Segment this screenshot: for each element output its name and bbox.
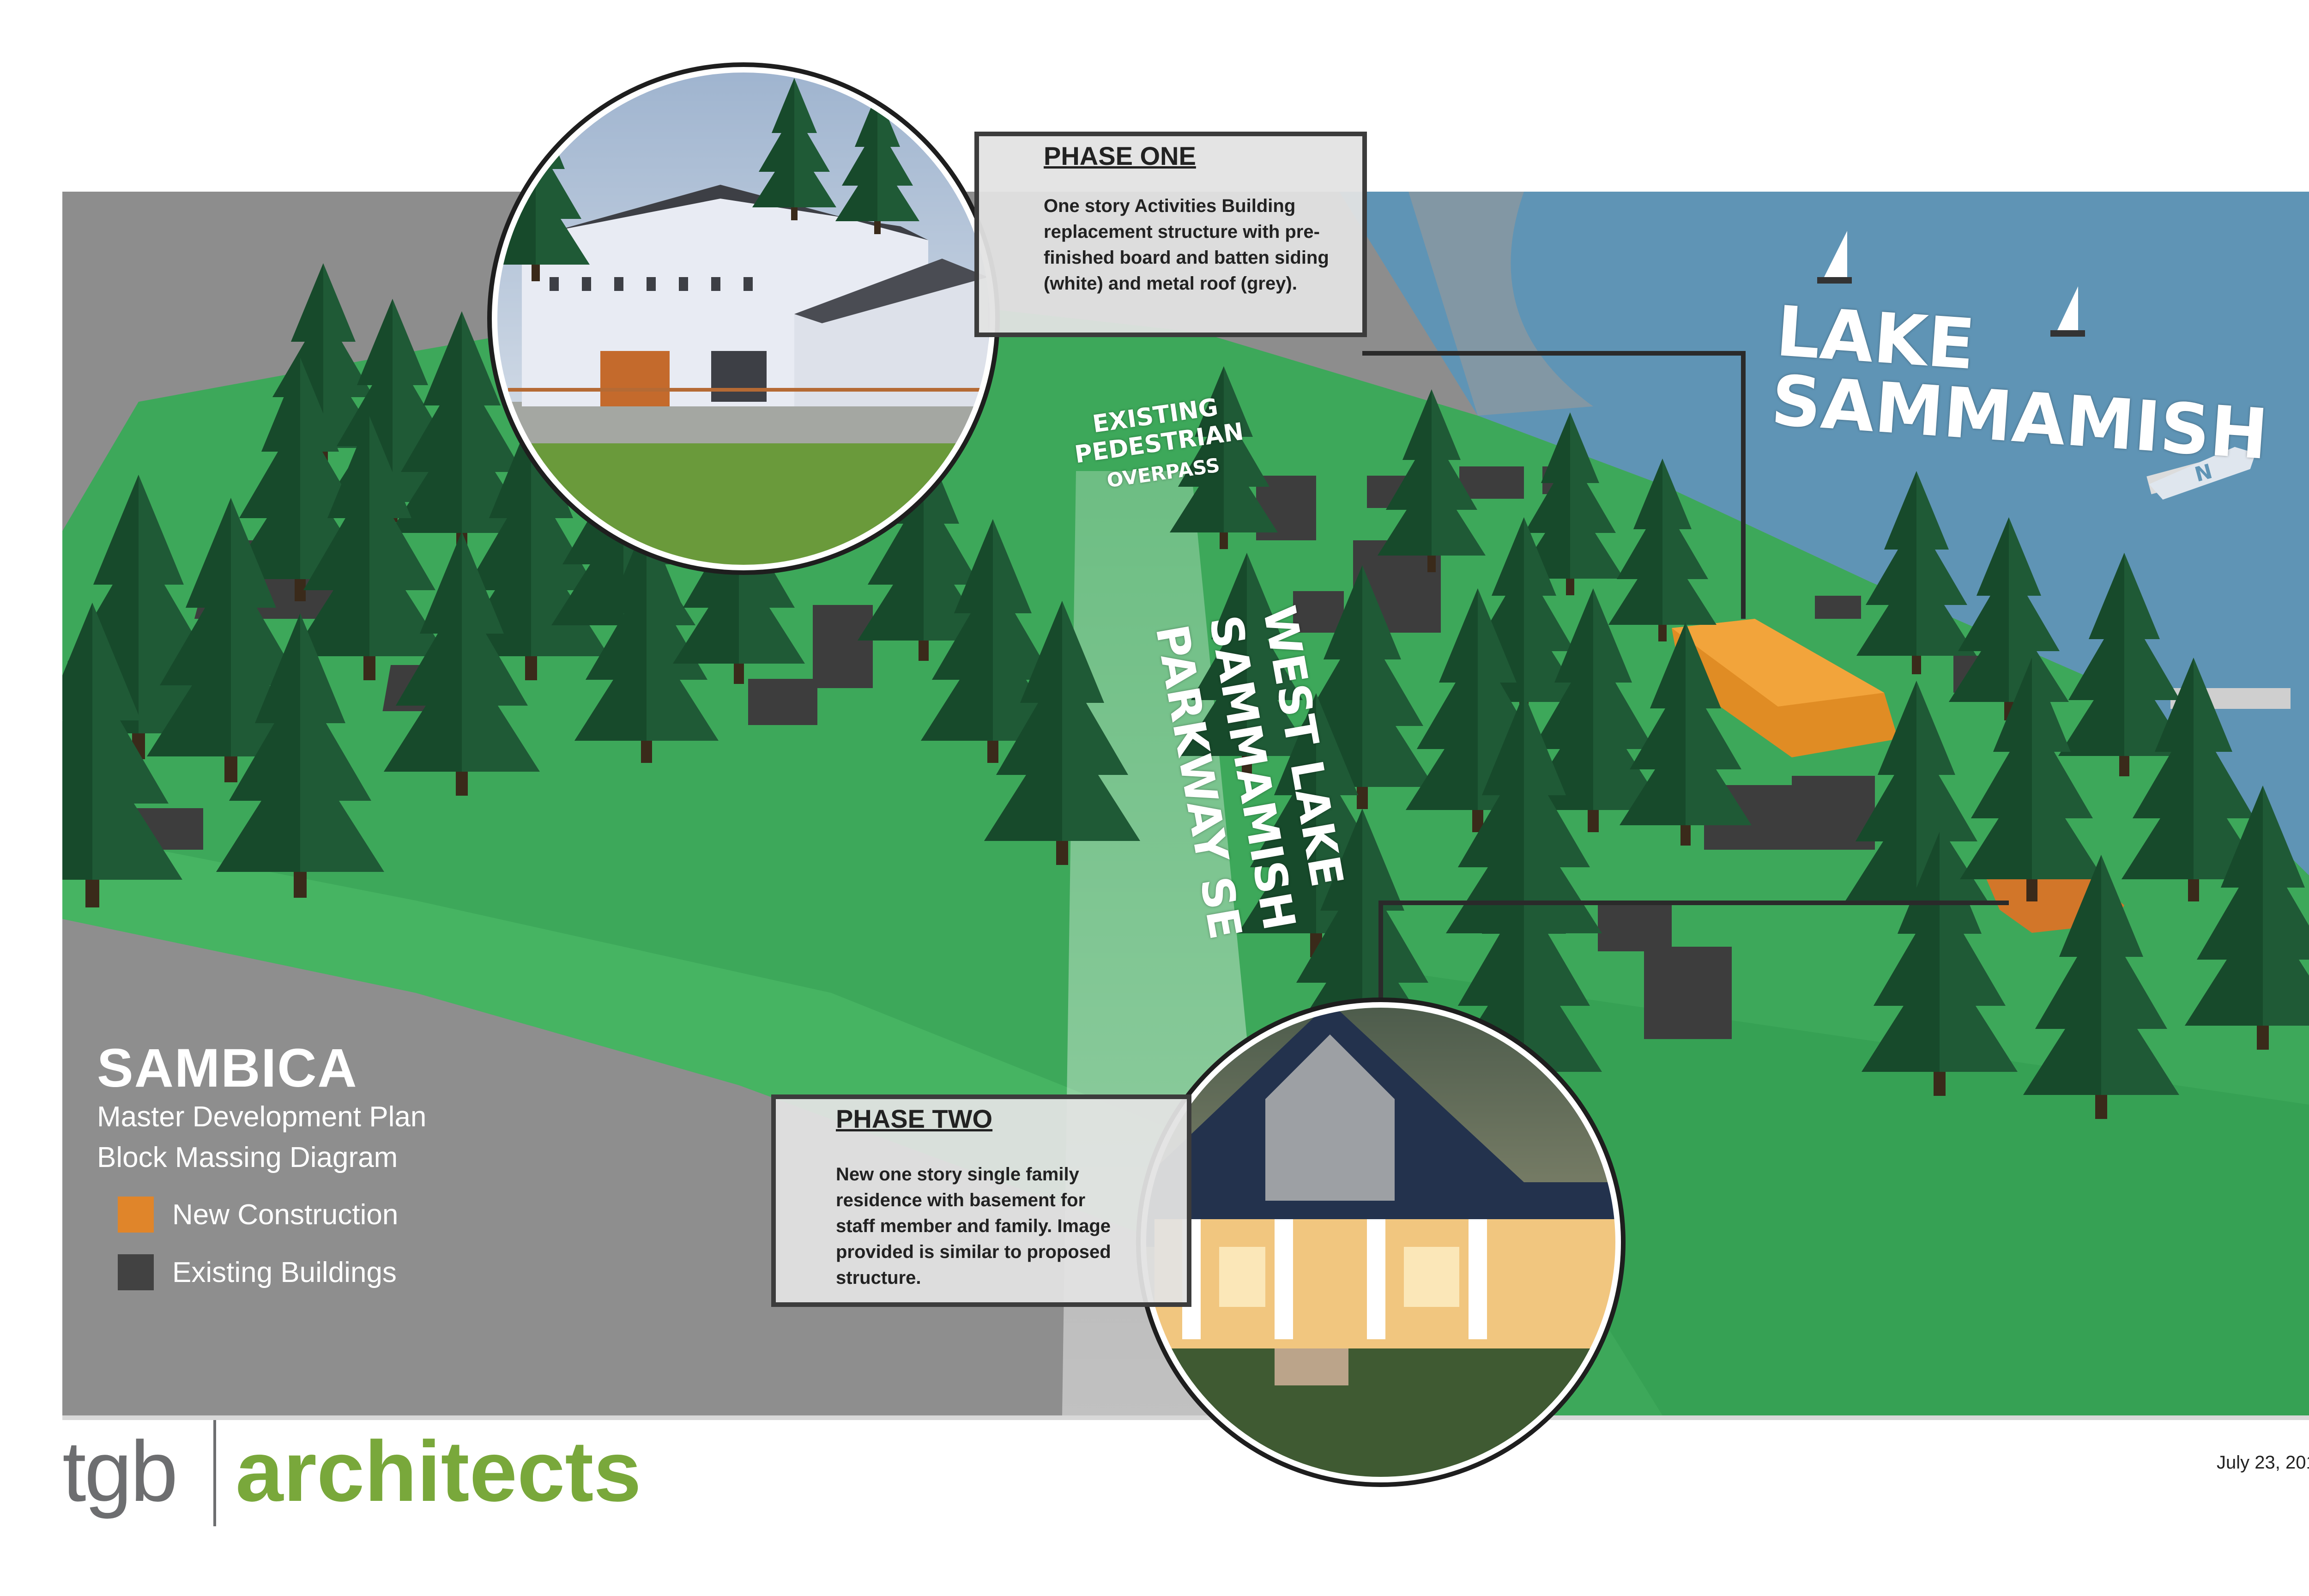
lake-water xyxy=(1339,192,2309,876)
sailboat-icon xyxy=(2050,286,2085,337)
legend-label: Existing Buildings xyxy=(172,1256,397,1288)
phase-one-description: One story Activities Building replacemen… xyxy=(1044,196,1329,294)
document-date: July 23, 2019 xyxy=(2217,1452,2309,1473)
phase-two-image xyxy=(1136,998,1626,1487)
logo-tgb: tgb xyxy=(62,1424,178,1519)
phase-one-image xyxy=(487,62,1000,575)
legend-item-existing-buildings: Existing Buildings xyxy=(118,1254,397,1291)
phase-one-leader-line xyxy=(1362,351,1746,619)
phase-two-description: New one story single family residence wi… xyxy=(836,1164,1111,1288)
new-construction-swatch xyxy=(118,1197,154,1233)
project-title: SAMBICA xyxy=(97,1038,358,1099)
subtitle-line1: Master Development Plan xyxy=(97,1101,427,1133)
legend-item-new-construction: New Construction xyxy=(118,1196,398,1233)
legend-label: New Construction xyxy=(172,1198,399,1231)
subtitle-line2: Block Massing Diagram xyxy=(97,1142,398,1173)
logo-divider xyxy=(213,1420,216,1526)
sailboat-icon xyxy=(1817,231,1852,284)
project-subtitle: Master Development Plan Block Massing Di… xyxy=(97,1097,426,1178)
phase-one-title: PHASE ONE xyxy=(1044,141,1196,170)
phase-two-title: PHASE TWO xyxy=(836,1104,993,1133)
phase-two-leader-line xyxy=(1378,901,2009,1007)
phase-one-callout: PHASE ONE One story Activities Building … xyxy=(974,132,1367,337)
logo-architects: architects xyxy=(236,1424,641,1519)
phase-two-callout: PHASE TWO New one story single family re… xyxy=(771,1094,1191,1307)
existing-buildings-swatch xyxy=(118,1254,154,1290)
north-arrow-icon: N xyxy=(2149,447,2256,500)
